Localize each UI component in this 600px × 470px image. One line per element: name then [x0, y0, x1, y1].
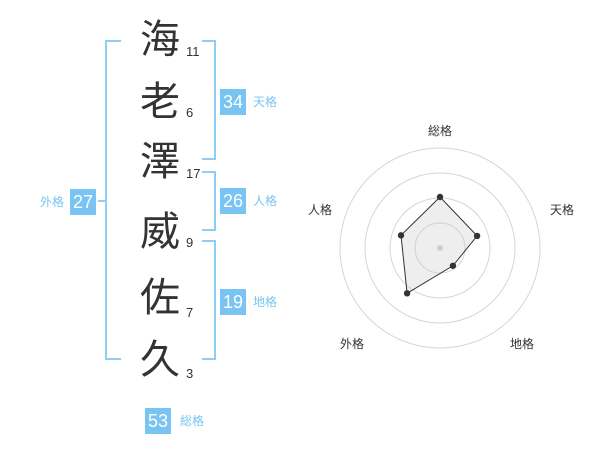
stroke-count-4: 9: [186, 235, 194, 250]
chikaku-bracket: [202, 240, 216, 360]
radar-ring-4: [339, 147, 541, 349]
radar-point-4: [403, 290, 411, 297]
gaikaku-label: 外格: [40, 195, 65, 209]
name-char-1: 海: [140, 17, 180, 63]
radar-axis-label-jinkaku: 人格: [308, 203, 333, 217]
name-char-6: 久: [140, 337, 180, 383]
radar-center-dot: [437, 245, 443, 251]
radar-value-polygon: [400, 196, 478, 295]
name-char-3: 澤: [140, 139, 180, 185]
soukaku-label: 総格: [180, 414, 205, 428]
name-char-2: 老: [140, 79, 180, 125]
radar-point-5: [397, 232, 405, 239]
chikaku-label: 地格: [253, 295, 278, 309]
tenkaku-label: 天格: [253, 95, 278, 109]
soukaku-badge: 53: [145, 408, 172, 434]
jinkaku-badge: 26: [220, 188, 247, 214]
radar-ring-3: [364, 172, 516, 324]
stroke-count-3: 17: [186, 166, 201, 181]
gaikaku-connector: [98, 200, 106, 202]
radar-point-3: [449, 262, 457, 269]
radar-axis-label-chikaku: 地格: [510, 337, 535, 351]
name-char-4: 威: [140, 209, 180, 255]
jinkaku-label: 人格: [253, 194, 278, 208]
radar-axis-label-tenkaku: 天格: [550, 203, 575, 217]
radar-point-1: [436, 193, 444, 201]
name-char-5: 佐: [140, 275, 180, 321]
stroke-count-2: 6: [186, 105, 194, 120]
stroke-count-6: 3: [186, 366, 194, 381]
stroke-count-1: 11: [186, 44, 200, 59]
stroke-count-5: 7: [186, 305, 194, 320]
jinkaku-bracket: [202, 171, 216, 231]
tenkaku-bracket: [202, 40, 216, 160]
tenkaku-badge: 34: [220, 89, 247, 115]
gaikaku-bracket: [105, 40, 121, 360]
chikaku-badge: 19: [220, 289, 247, 315]
radar-axis-label-gaikaku: 外格: [340, 337, 365, 351]
gaikaku-badge: 27: [70, 189, 97, 215]
radar-axis-label-soukaku: 総格: [428, 124, 453, 138]
radar-point-2: [473, 232, 481, 240]
